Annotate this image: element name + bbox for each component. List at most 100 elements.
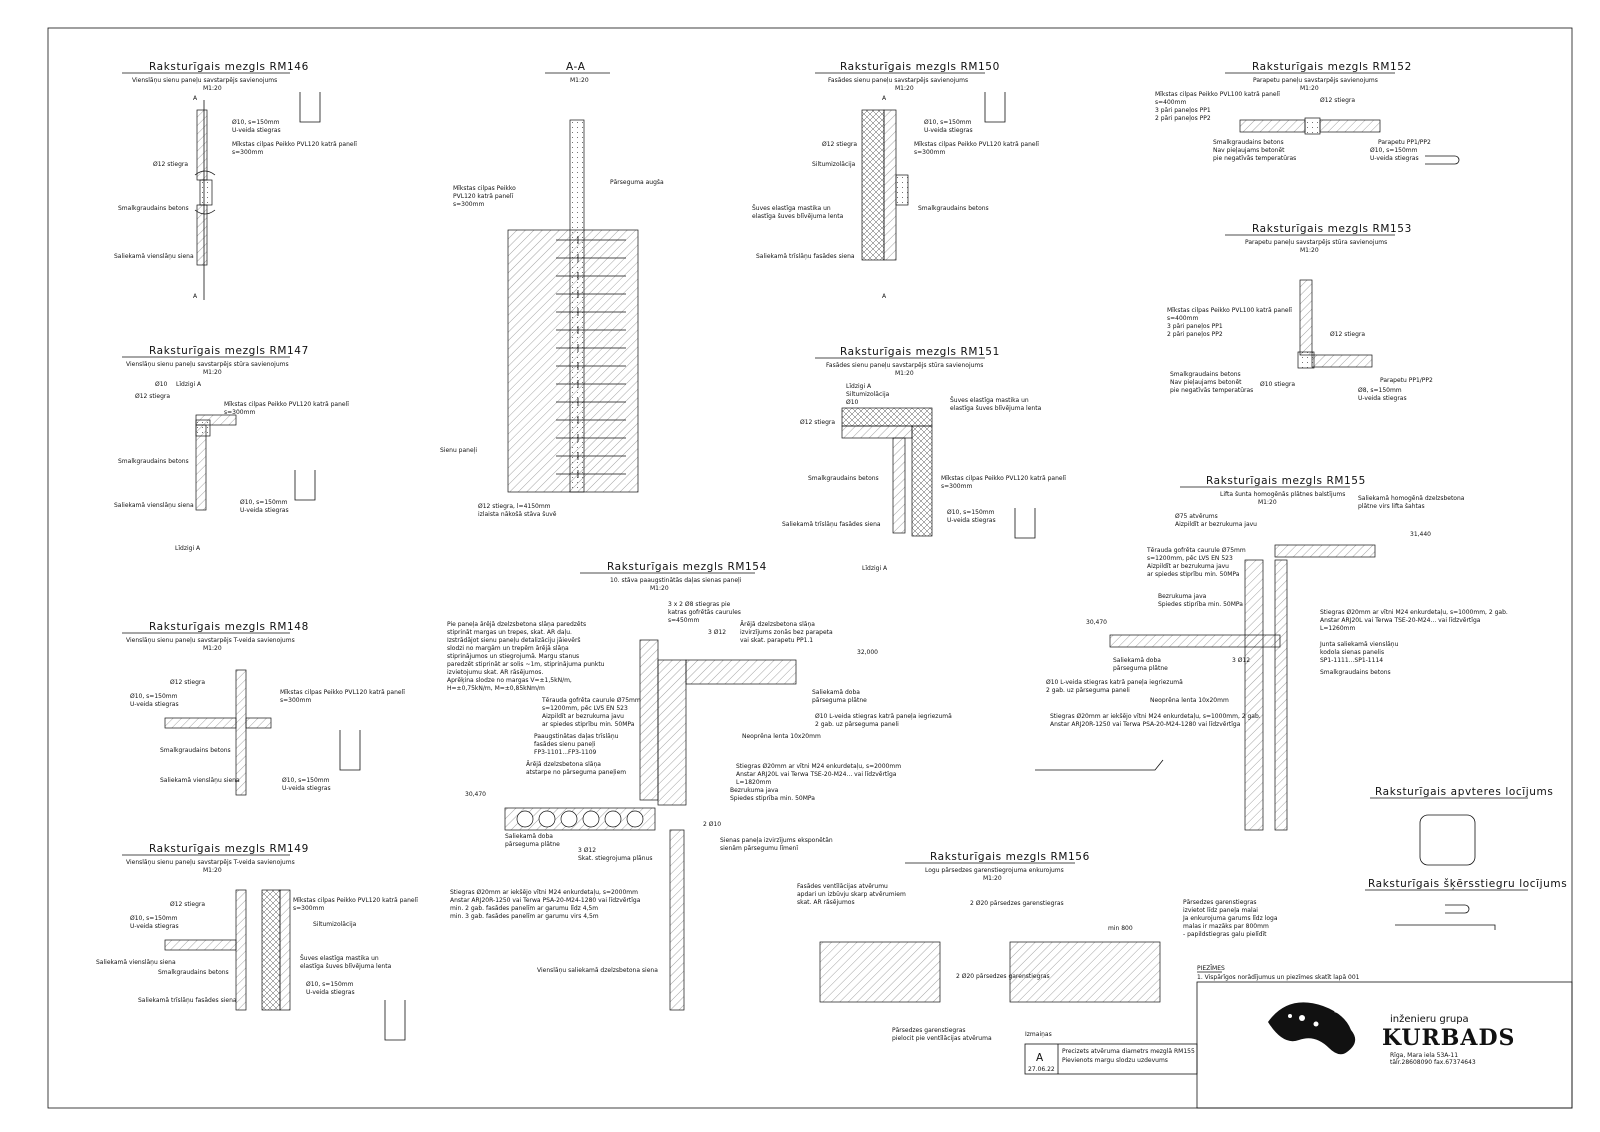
svg-text:Skat. stiegrojuma plānus: Skat. stiegrojuma plānus	[578, 855, 652, 862]
svg-text:Neoprēna lenta 10x20mm: Neoprēna lenta 10x20mm	[742, 733, 821, 740]
svg-text:Smalkgraudains betons: Smalkgraudains betons	[160, 747, 231, 754]
svg-text:30,470: 30,470	[465, 791, 486, 798]
svg-text:atstarpe no pārseguma paneļiem: atstarpe no pārseguma paneļiem	[526, 769, 626, 776]
detail-title: Raksturīgais mezgls RM149	[149, 843, 309, 855]
svg-text:Smalkgraudains betons: Smalkgraudains betons	[918, 205, 989, 212]
svg-text:Pārsedzes garenstiegras: Pārsedzes garenstiegras	[1183, 899, 1257, 906]
svg-text:- papildstiegras galu pielīdīt: - papildstiegras galu pielīdīt	[1183, 931, 1267, 938]
detail-scale: M1:20	[650, 585, 669, 592]
svg-text:Saliekamā trīslāņu fasādes sie: Saliekamā trīslāņu fasādes siena	[782, 521, 881, 528]
svg-text:Junta saliekamā vienslāņu: Junta saliekamā vienslāņu	[1319, 641, 1399, 648]
svg-text:plātne virs lifta šahtas: plātne virs lifta šahtas	[1358, 503, 1425, 510]
detail-subtitle: 10. stāva paaugstinātās daļas sienas pan…	[610, 577, 742, 584]
svg-text:A: A	[882, 95, 887, 102]
change-line2: Pievienots margu slodzu uzdevums	[1062, 1057, 1168, 1064]
svg-text:elastīga šuves blīvējuma lenta: elastīga šuves blīvējuma lenta	[950, 405, 1042, 412]
svg-text:skat. AR rāsējumos: skat. AR rāsējumos	[797, 899, 855, 906]
svg-text:U-veida stiegras: U-veida stiegras	[130, 701, 179, 708]
svg-text:U-veida stiegras: U-veida stiegras	[240, 507, 289, 514]
svg-text:SP1-1111...SP1-1114: SP1-1111...SP1-1114	[1320, 657, 1383, 664]
detail-subtitle: Vienslāņu sienu paneļu savstarpējs T-vei…	[126, 859, 295, 866]
change-date: 27.06.22	[1028, 1066, 1055, 1073]
svg-text:Ārējā dzelzsbetona slāņa: Ārējā dzelzsbetona slāņa	[740, 621, 815, 628]
detail-subtitle: Fasādes sienu paneļu savstarpējs savieno…	[828, 77, 968, 84]
svg-text:Līdzigi A: Līdzigi A	[176, 381, 202, 388]
svg-text:Smalkgraudains betons: Smalkgraudains betons	[1320, 669, 1391, 676]
svg-text:s=400mm: s=400mm	[1155, 99, 1186, 106]
svg-text:pārseguma plātne: pārseguma plātne	[505, 841, 560, 848]
svg-text:30,470: 30,470	[1086, 619, 1107, 626]
detail-scale: M1:20	[203, 867, 222, 874]
svg-text:Ø10, s=150mm: Ø10, s=150mm	[130, 915, 178, 922]
svg-text:A: A	[193, 95, 198, 102]
svg-text:Mīkstas cilpas Peikko: Mīkstas cilpas Peikko	[453, 185, 516, 192]
detail-rm155: Raksturīgais mezgls RM155 Lifta šunta ho…	[1035, 475, 1508, 831]
svg-text:Anstar ARJ20L vai Terwa TSE-20: Anstar ARJ20L vai Terwa TSE-20-M24... va…	[1320, 617, 1481, 624]
detail-title: Raksturīgais mezgls RM151	[840, 346, 1000, 358]
svg-text:Saliekamā doba: Saliekamā doba	[505, 833, 553, 840]
company-top: inženieru grupa	[1390, 1013, 1469, 1025]
svg-text:ar spiedes stiprību min. 50MPa: ar spiedes stiprību min. 50MPa	[1147, 571, 1240, 578]
svg-text:Mīkstas cilpas Peikko PVL120 k: Mīkstas cilpas Peikko PVL120 katrā panel…	[280, 689, 405, 696]
detail-title: Raksturīgais mezgls RM146	[149, 61, 309, 73]
svg-text:pie negatīvās temperatūras: pie negatīvās temperatūras	[1170, 387, 1253, 394]
svg-text:Aizpildīt ar bezrukuma javu: Aizpildīt ar bezrukuma javu	[542, 713, 624, 720]
svg-text:Saliekamā vienslāņu siena: Saliekamā vienslāņu siena	[114, 502, 194, 509]
detail-rm154: Raksturīgais mezgls RM154 10. stāva paau…	[447, 561, 952, 1011]
svg-text:Mīkstas cilpas Peikko PVL120 k: Mīkstas cilpas Peikko PVL120 katrā panel…	[941, 475, 1066, 482]
detail-scale: M1:20	[1300, 247, 1319, 254]
detail-title: Raksturīgais mezgls RM153	[1252, 223, 1412, 235]
svg-text:Nav pieļaujams betonēt: Nav pieļaujams betonēt	[1213, 147, 1285, 154]
detail-scale: M1:20	[203, 85, 222, 92]
detail-scale: M1:20	[570, 77, 589, 84]
svg-text:Sienu paneļi: Sienu paneļi	[440, 447, 477, 454]
svg-text:s=450mm: s=450mm	[668, 617, 699, 624]
svg-text:s=300mm: s=300mm	[941, 483, 972, 490]
svg-text:L=1260mm: L=1260mm	[1320, 625, 1355, 632]
svg-text:U-veida stiegras: U-veida stiegras	[947, 517, 996, 524]
detail-title: Raksturīgais mezgls RM147	[149, 345, 309, 357]
svg-text:pārseguma plātne: pārseguma plātne	[1113, 665, 1168, 672]
svg-text:Mīkstas cilpas Peikko PVL120 k: Mīkstas cilpas Peikko PVL120 katrā panel…	[224, 401, 349, 408]
svg-text:FP3-1101...FP3-1109: FP3-1101...FP3-1109	[534, 749, 597, 756]
svg-text:Līdzigi A: Līdzigi A	[862, 565, 888, 572]
svg-text:Ø12 stiegra: Ø12 stiegra	[170, 901, 205, 908]
svg-text:elastīga šuves blīvējuma lenta: elastīga šuves blīvējuma lenta	[752, 213, 844, 220]
svg-text:Saliekamā trīslāņu fasādes sie: Saliekamā trīslāņu fasādes siena	[138, 997, 237, 1004]
apv-title: Raksturīgais apvteres locījums	[1375, 786, 1553, 798]
svg-text:Saliekamā vienslāņu siena: Saliekamā vienslāņu siena	[114, 253, 194, 260]
detail-rm146: Raksturīgais mezgls RM146 Vienslāņu sien…	[114, 61, 357, 300]
svg-text:U-veida stiegras: U-veida stiegras	[130, 923, 179, 930]
svg-text:elastīga šuves blīvējuma lenta: elastīga šuves blīvējuma lenta	[300, 963, 392, 970]
svg-text:Ø12 stiegra: Ø12 stiegra	[153, 161, 188, 168]
svg-text:stiprināt margas un trepes, sk: stiprināt margas un trepes, skat. AR daļ…	[447, 629, 572, 636]
svg-text:Aizpildīt ar bezrukuma javu: Aizpildīt ar bezrukuma javu	[1175, 521, 1257, 528]
svg-text:2 Ø20 pārsedzes garenstiegras: 2 Ø20 pārsedzes garenstiegras	[956, 973, 1050, 980]
svg-text:Ø10, s=150mm: Ø10, s=150mm	[240, 499, 288, 506]
svg-text:Saliekamā trīslāņu fasādes sie: Saliekamā trīslāņu fasādes siena	[756, 253, 855, 260]
svg-text:Ø10, s=150mm: Ø10, s=150mm	[947, 509, 995, 516]
svg-text:A: A	[193, 293, 198, 300]
svg-text:Tērauda gofrēta caurule Ø75mm: Tērauda gofrēta caurule Ø75mm	[1146, 547, 1246, 554]
svg-text:Ø12 stiegra, l=4150mm: Ø12 stiegra, l=4150mm	[478, 503, 551, 510]
svg-text:s=300mm: s=300mm	[914, 149, 945, 156]
detail-subtitle: Vienslāņu sienu paneļu savstarpējs stūra…	[126, 361, 289, 368]
svg-text:Saliekamā vienslāņu siena: Saliekamā vienslāņu siena	[96, 959, 176, 966]
changes-heading: Izmaiņas	[1025, 1031, 1052, 1038]
detail-subtitle: Lifta šunta homogēnās plātnes balstījums	[1220, 491, 1345, 498]
svg-text:min. 2 gab. fasādes panelīm ar: min. 2 gab. fasādes panelīm ar garumu lī…	[450, 905, 598, 912]
svg-text:Smalkgraudains betons: Smalkgraudains betons	[1213, 139, 1284, 146]
svg-text:Smalkgraudains betons: Smalkgraudains betons	[118, 458, 189, 465]
svg-text:Neoprēna lenta 10x20mm: Neoprēna lenta 10x20mm	[1150, 697, 1229, 704]
detail-scale: M1:20	[895, 370, 914, 377]
svg-text:Ø10, s=150mm: Ø10, s=150mm	[1370, 147, 1418, 154]
svg-text:Ārējā dzelzsbetona slāņa: Ārējā dzelzsbetona slāņa	[526, 761, 601, 768]
detail-rm150: Raksturīgais mezgls RM150 Fasādes sienu …	[752, 61, 1039, 300]
detail-subtitle: Vienslāņu sienu paneļu savstarpējs savie…	[132, 77, 277, 84]
detail-rm148: Raksturīgais mezgls RM148 Vienslāņu sien…	[122, 621, 405, 796]
svg-text:U-veida stiegras: U-veida stiegras	[1370, 155, 1419, 162]
svg-text:3 x 2 Ø8 stiegras pie: 3 x 2 Ø8 stiegras pie	[668, 601, 731, 608]
svg-text:Ø10, s=150mm: Ø10, s=150mm	[924, 119, 972, 126]
svg-text:Aizpildīt ar bezrukuma javu: Aizpildīt ar bezrukuma javu	[1147, 563, 1229, 570]
svg-text:Tērauda gofrēta caurule Ø75mm: Tērauda gofrēta caurule Ø75mm	[541, 697, 641, 704]
